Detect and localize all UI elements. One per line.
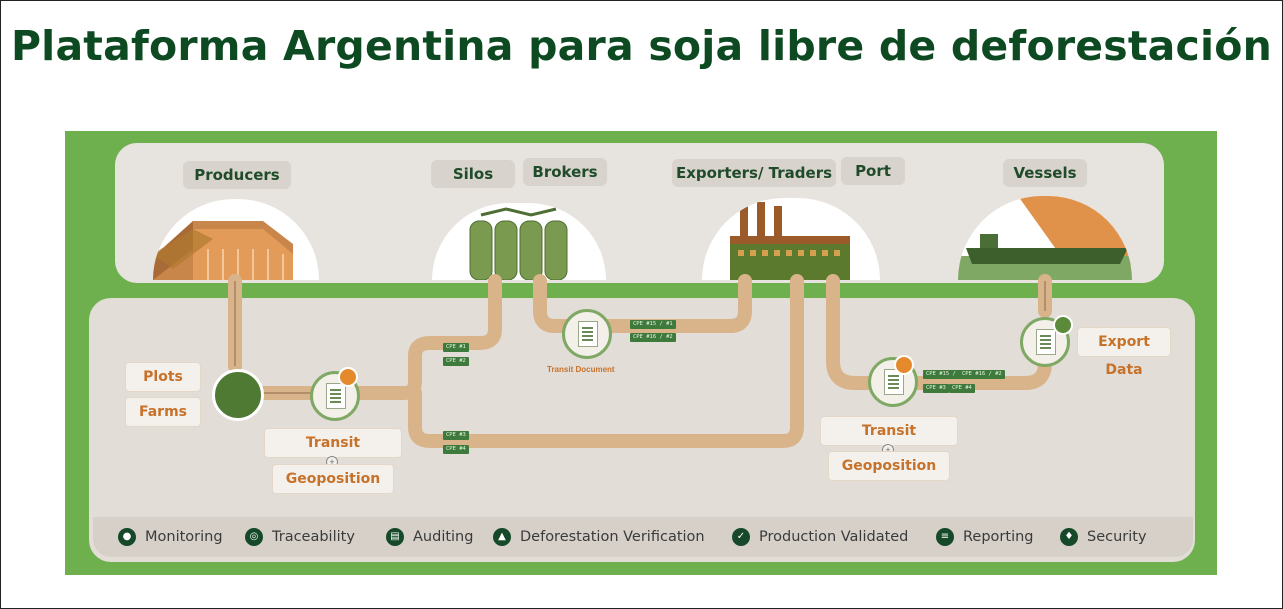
monitoring-icon: ●: [118, 528, 136, 546]
legend-monitoring: ● Monitoring: [118, 527, 223, 547]
legend-label: Security: [1087, 529, 1147, 545]
legend-reporting: ≡ Reporting: [936, 527, 1034, 547]
geoposition-label-1: Geoposition: [272, 464, 394, 494]
cpe-tag: CPE #4: [949, 384, 975, 393]
location-pin-icon-1: [338, 367, 358, 387]
silos-icon: [469, 207, 568, 280]
plots-label: Plots: [125, 362, 201, 392]
stage-silos: Silos: [431, 160, 515, 188]
stage-port: Port: [841, 157, 905, 185]
security-icon: ♦: [1060, 528, 1078, 546]
legend-production-validated: ✓ Production Validated: [732, 527, 908, 547]
factory-icon: [730, 202, 850, 280]
legend-deforestation-verification: ▲ Deforestation Verification: [493, 527, 705, 547]
page-title: Plataforma Argentina para soja libre de …: [10, 22, 1273, 70]
traceability-icon: ◎: [245, 528, 263, 546]
transit-document-label-1: Transit Document: [264, 428, 402, 479]
cpe-tag: CPE #15 / #1: [923, 370, 969, 379]
legend-bar: [93, 517, 1193, 557]
stage-vessels: Vessels: [1003, 159, 1087, 187]
location-pin-icon-2: [894, 355, 914, 375]
flow-pipes: [228, 274, 1052, 448]
cpe-tag: CPE #3: [443, 431, 469, 440]
supply-chain-diagram: Producers Silos Brokers Exporters/ Trade…: [65, 131, 1217, 575]
legend-label: Monitoring: [145, 529, 223, 545]
geoposition-label-2: Geoposition: [828, 451, 950, 481]
auditing-icon: ▤: [386, 528, 404, 546]
legend-label: Auditing: [413, 529, 474, 545]
transit-document-label-small: Transit Document: [547, 365, 615, 374]
production-validated-icon: ✓: [732, 528, 750, 546]
farms-label: Farms: [125, 397, 201, 427]
legend-label: Traceability: [272, 529, 355, 545]
silos-illustration: [432, 203, 606, 280]
cpe-tag: CPE #15 / #1: [630, 320, 676, 329]
deforestation-verification-icon: ▲: [493, 528, 511, 546]
stage-exporters: Exporters/ Traders: [672, 159, 836, 187]
legend-traceability: ◎ Traceability: [245, 527, 355, 547]
transit-document-icon-small: [562, 309, 612, 359]
farm-field-icon: [212, 369, 264, 421]
cpe-tag: CPE #3: [923, 384, 949, 393]
export-data-icon: [1020, 317, 1070, 367]
transit-document-label-2: Transit Document: [820, 416, 958, 467]
search-icon: [1053, 315, 1073, 335]
export-data-label: Export Data: [1077, 327, 1171, 378]
legend-label: Production Validated: [759, 529, 909, 545]
cpe-tag: CPE #2: [443, 357, 469, 366]
cpe-tag: CPE #4: [443, 445, 469, 454]
cpe-tag: CPE #1: [443, 343, 469, 352]
cpe-tag: CPE #16 / #2: [959, 370, 1005, 379]
stage-producers: Producers: [183, 161, 291, 189]
legend-label: Reporting: [963, 529, 1034, 545]
cpe-tag: CPE #16 / #2: [630, 333, 676, 342]
legend-security: ♦ Security: [1060, 527, 1147, 547]
stage-brokers: Brokers: [523, 158, 607, 186]
legend-label: Deforestation Verification: [520, 529, 705, 545]
reporting-icon: ≡: [936, 528, 954, 546]
legend-auditing: ▤ Auditing: [386, 527, 473, 547]
warehouse-icon: [153, 221, 293, 280]
